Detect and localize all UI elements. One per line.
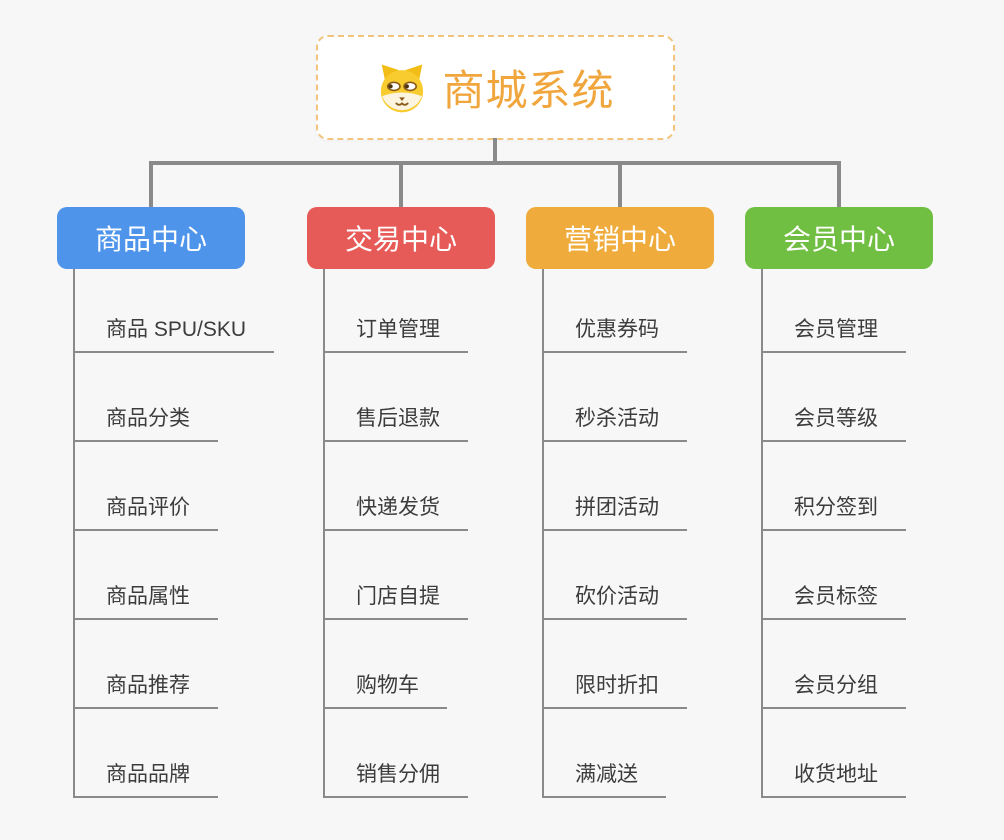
leaf-slot: 秒杀活动 [542,353,714,442]
leaf-slot: 商品分类 [73,353,245,442]
leaf-slot: 订单管理 [323,269,495,353]
leaf-slot: 积分签到 [761,442,933,531]
leaf-node[interactable]: 商品属性 [73,585,218,620]
leaf-node[interactable]: 门店自提 [323,585,468,620]
branch-connector-drop [618,161,622,208]
branch-label: 会员中心 [782,224,895,255]
leaf-slot: 收货地址 [761,709,933,798]
leaf-slot: 售后退款 [323,353,495,442]
branch-label: 营销中心 [563,224,676,255]
leaf-node[interactable]: 砍价活动 [542,585,687,620]
leaf-slot: 商品评价 [73,442,245,531]
branch-label: 商品中心 [94,224,207,255]
leaf-column: 商品 SPU/SKU 商品分类商品评价商品属性商品推荐商品品牌 [73,269,275,798]
branch-node-header[interactable]: 营销中心 [526,207,714,269]
leaf-node[interactable]: 快递发货 [323,496,468,531]
leaf-slot: 快递发货 [323,442,495,531]
leaf-node[interactable]: 订单管理 [323,318,468,353]
leaf-node[interactable]: 商品评价 [73,496,218,531]
leaf-node[interactable]: 优惠券码 [542,318,687,353]
leaf-slot: 满减送 [542,709,714,798]
leaf-node[interactable]: 会员标签 [761,585,906,620]
branch-node-header[interactable]: 交易中心 [307,207,495,269]
leaf-slot: 限时折扣 [542,620,714,709]
branch-4: 会员中心会员管理会员等级积分签到会员标签会员分组收货地址 [745,207,933,798]
branch-1: 商品中心商品 SPU/SKU 商品分类商品评价商品属性商品推荐商品品牌 [57,207,275,798]
branch-connector-drop [837,161,841,208]
leaf-slot: 会员分组 [761,620,933,709]
leaf-column: 订单管理售后退款快递发货门店自提购物车销售分佣 [323,269,495,798]
leaf-node[interactable]: 秒杀活动 [542,407,687,442]
leaf-node[interactable]: 购物车 [323,674,447,709]
leaf-slot: 商品推荐 [73,620,245,709]
leaf-node[interactable]: 积分签到 [761,496,906,531]
root-connector-stub [493,138,497,163]
leaf-node[interactable]: 销售分佣 [323,763,468,798]
leaf-node[interactable]: 收货地址 [761,763,906,798]
leaf-slot: 商品品牌 [73,709,245,798]
leaf-column: 优惠券码秒杀活动拼团活动砍价活动限时折扣满减送 [542,269,714,798]
leaf-slot: 优惠券码 [542,269,714,353]
leaf-node[interactable]: 会员分组 [761,674,906,709]
branch-connector-drop [399,161,403,208]
leaf-slot: 会员等级 [761,353,933,442]
branch-2: 交易中心订单管理售后退款快递发货门店自提购物车销售分佣 [307,207,495,798]
leaf-node[interactable]: 满减送 [542,763,666,798]
leaf-node[interactable]: 会员等级 [761,407,906,442]
leaf-slot: 商品属性 [73,531,245,620]
leaf-slot: 砍价活动 [542,531,714,620]
leaf-column: 会员管理会员等级积分签到会员标签会员分组收货地址 [761,269,933,798]
branch-node-header[interactable]: 商品中心 [57,207,245,269]
branch-label: 交易中心 [344,224,457,255]
branch-connector-drop [149,161,153,208]
branch-connector-hline [149,161,841,165]
leaf-slot: 门店自提 [323,531,495,620]
leaf-slot: 销售分佣 [323,709,495,798]
leaf-node[interactable]: 拼团活动 [542,496,687,531]
branch-3: 营销中心优惠券码秒杀活动拼团活动砍价活动限时折扣满减送 [526,207,714,798]
leaf-slot: 会员标签 [761,531,933,620]
leaf-node[interactable]: 商品品牌 [73,763,218,798]
leaf-node[interactable]: 限时折扣 [542,674,687,709]
leaf-node[interactable]: 商品分类 [73,407,218,442]
branch-node-header[interactable]: 会员中心 [745,207,933,269]
leaf-slot: 拼团活动 [542,442,714,531]
root-title: 商城系统 [442,67,615,114]
leaf-slot: 会员管理 [761,269,933,353]
leaf-slot: 商品 SPU/SKU [73,269,275,353]
dog-face-icon [381,63,424,112]
leaf-node[interactable]: 商品推荐 [73,674,218,709]
leaf-node[interactable]: 会员管理 [761,318,906,353]
root-node[interactable]: 商城系统 [316,35,675,140]
leaf-slot: 购物车 [323,620,495,709]
leaf-node[interactable]: 售后退款 [323,407,468,442]
leaf-node[interactable]: 商品 SPU/SKU [73,318,275,353]
